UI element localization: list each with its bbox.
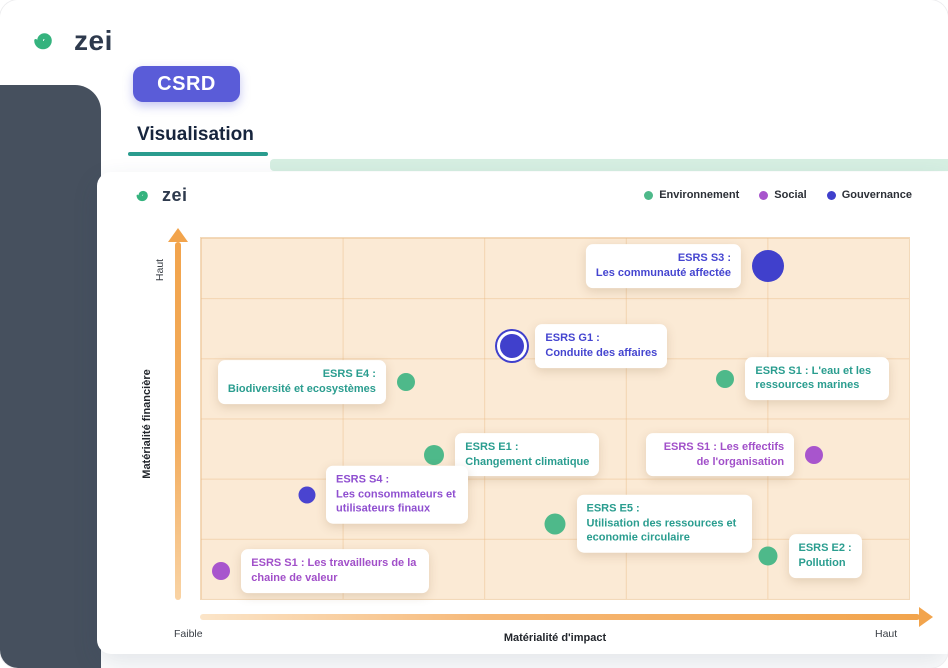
brand-wordmark: zei bbox=[74, 24, 113, 56]
point-label-title: ESRS E2 : bbox=[798, 542, 852, 555]
point-label-esrs-s1-travailleurs: ESRS S1 : Les travailleurs de la chaine … bbox=[241, 549, 430, 593]
x-axis-max-label: Haut bbox=[875, 628, 898, 640]
point-label-esrs-e5: ESRS E5 : Utilisation des ressources et e… bbox=[576, 494, 752, 554]
y-axis-arrow bbox=[175, 242, 181, 600]
point-label-title: ESRS E1 : bbox=[465, 440, 519, 453]
legend-item-gouvernance[interactable]: Gouvernance bbox=[826, 189, 912, 201]
point-label-text: Changement climatique bbox=[465, 455, 590, 468]
point-label-text: L'eau et les ressources marines bbox=[755, 364, 872, 392]
point-esrs-s1-effectifs[interactable] bbox=[805, 445, 824, 464]
point-label-title: ESRS E4 : bbox=[322, 368, 376, 381]
point-esrs-e1[interactable] bbox=[424, 444, 445, 465]
point-esrs-s3[interactable] bbox=[752, 250, 784, 283]
brand-logo[interactable]: zei bbox=[24, 21, 113, 60]
point-label-title: ESRS S1 : bbox=[755, 364, 809, 377]
point-esrs-g1[interactable] bbox=[500, 333, 525, 358]
point-label-esrs-s1-eau: ESRS S1 : L'eau et les ressources marine… bbox=[745, 356, 890, 401]
chart-brand-logo: zei bbox=[130, 183, 188, 208]
brand-wordmark: zei bbox=[162, 185, 188, 205]
x-axis-title: Matérialité d'impact bbox=[503, 632, 607, 644]
point-label-text: Utilisation des ressources et economie c… bbox=[586, 517, 737, 545]
sidebar[interactable] bbox=[0, 85, 101, 668]
point-label-esrs-s1-effectifs: ESRS S1 : Les effectifs de l'organisatio… bbox=[646, 432, 795, 477]
point-label-esrs-e1: ESRS E1 : Changement climatique bbox=[455, 432, 600, 477]
point-label-text: Les consommateurs et utilisateurs finaux bbox=[336, 488, 456, 516]
legend-dot-icon bbox=[826, 190, 836, 200]
point-label-esrs-s4: ESRS S4 : Les consommateurs et utilisateu… bbox=[326, 465, 468, 524]
point-esrs-e4[interactable] bbox=[396, 373, 415, 392]
point-label-esrs-e2: ESRS E2 : Pollution bbox=[788, 534, 862, 579]
y-axis-arrowhead-icon bbox=[168, 228, 188, 242]
point-label-text: Les effectifs de l'organisation bbox=[696, 440, 785, 468]
legend-label: Gouvernance bbox=[841, 189, 912, 201]
point-esrs-s1-travailleurs[interactable] bbox=[212, 561, 231, 580]
point-label-text: Pollution bbox=[798, 557, 846, 570]
legend-label: Environnement bbox=[659, 189, 740, 201]
point-esrs-s1-eau[interactable] bbox=[716, 369, 735, 388]
point-label-esrs-e4: ESRS E4 : Biodiversité et ecosystèmes bbox=[217, 360, 386, 405]
point-label-title: ESRS S3 : bbox=[677, 252, 731, 265]
point-esrs-e2[interactable] bbox=[758, 546, 778, 566]
point-label-text: Conduite des affaires bbox=[545, 346, 658, 359]
legend-label: Social bbox=[774, 189, 807, 201]
legend-item-environnement[interactable]: Environnement bbox=[644, 189, 739, 201]
legend: Environnement Social Gouvernance bbox=[644, 189, 912, 201]
point-label-title: ESRS S4 : bbox=[336, 473, 390, 486]
legend-dot-icon bbox=[644, 190, 654, 200]
point-esrs-s4[interactable] bbox=[298, 486, 315, 504]
point-label-esrs-g1: ESRS G1 :Conduite des affaires bbox=[535, 324, 668, 368]
tab-visualisation[interactable]: Visualisation bbox=[137, 124, 254, 145]
point-label-title: ESRS S1 : bbox=[663, 440, 717, 453]
legend-item-social[interactable]: Social bbox=[759, 189, 807, 201]
tab-underline bbox=[128, 152, 268, 156]
point-label-text: Biodiversité et ecosystèmes bbox=[227, 383, 376, 396]
x-axis-arrowhead-icon bbox=[919, 607, 933, 627]
csrd-badge[interactable]: CSRD bbox=[133, 66, 240, 102]
point-label-text: Les communauté affectée bbox=[595, 267, 731, 280]
point-label-title: ESRS G1 : bbox=[545, 332, 600, 345]
legend-dot-icon bbox=[759, 190, 769, 200]
point-label-esrs-s3: ESRS S3 : Les communauté affectée bbox=[585, 244, 741, 288]
point-label-text: Les travailleurs de la chaine de valeur bbox=[251, 557, 417, 584]
point-label-title: ESRS E5 : bbox=[586, 502, 640, 515]
point-esrs-e5[interactable] bbox=[544, 513, 566, 535]
x-axis-arrow bbox=[200, 614, 920, 620]
point-label-title: ESRS S1 : bbox=[251, 557, 305, 570]
zei-spiral-icon bbox=[136, 190, 148, 202]
x-axis-min-label: Faible bbox=[174, 628, 203, 640]
zei-spiral-icon bbox=[34, 33, 52, 50]
top-accent-strip bbox=[270, 159, 948, 171]
